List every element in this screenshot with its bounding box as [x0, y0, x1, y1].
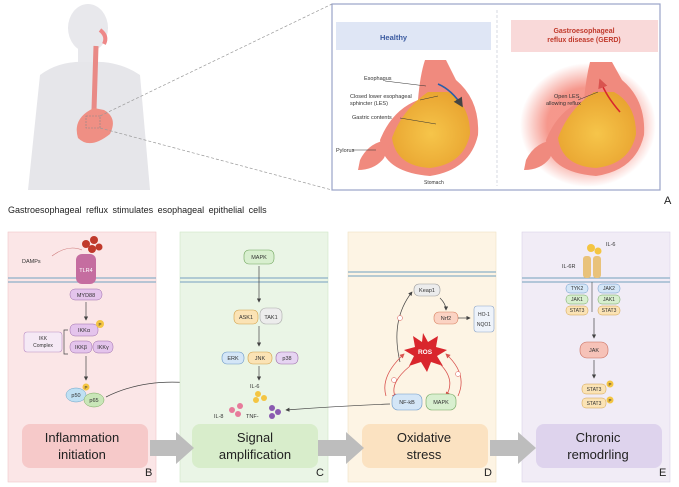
label-ikkg: IKKγ [97, 345, 109, 351]
label-mapk-c: MAPK [251, 255, 267, 261]
panel-a-caption: Gastroesophageal reflux stimulates esoph… [8, 205, 267, 215]
label-ros: ROS [418, 349, 433, 356]
label-jak1-left: JAK1 [571, 297, 583, 303]
label-open-les-line2: allowing reflux [546, 101, 581, 107]
label-stat3-right: STAT3 [602, 308, 617, 314]
label-myd88: MYD88 [77, 293, 95, 299]
healthy-stomach [358, 60, 479, 176]
label-ikk-complex-line2: Complex [33, 343, 53, 349]
panel-d: Keap1 Nrf2 HO-1 NQO1 ROS NF-kB MAPK Oxid… [285, 231, 497, 483]
stage-d-line2: stress [407, 447, 442, 462]
label-pylorus: Pylorus [336, 148, 355, 154]
stage-e-line2: remodrling [567, 447, 628, 462]
panel-c: MAPK ASK1 TAK1 ERK JNK p38 IL-6 IL-8 TNF… [179, 231, 329, 483]
flow-arrow-c-d [318, 432, 364, 464]
panel-a-label: A [664, 195, 672, 207]
label-ask1: ASK1 [239, 315, 253, 321]
label-il6-e: IL-6 [606, 242, 615, 248]
label-stat3-a: STAT3 [587, 387, 602, 393]
label-tlr4: TLR4 [79, 268, 92, 274]
human-torso-illustration [28, 4, 150, 190]
label-ikkb: IKKβ [75, 345, 87, 351]
ros-burst [404, 333, 447, 372]
panel-d-label: D [484, 467, 492, 479]
panel-e-label: E [659, 467, 666, 479]
panel-a: Healthy Gastroesophageal reflux disease … [8, 3, 672, 215]
label-stat3-b: STAT3 [587, 401, 602, 407]
label-les-line1: Closed lower esophageal [350, 94, 412, 100]
label-jak1-right: JAK1 [603, 297, 615, 303]
panel-b: DAMPs TLR4 MYD88 IKK Complex IKKα P IKKβ… [7, 231, 237, 483]
phos-stat3-b: P [608, 398, 611, 403]
healthy-title: Healthy [380, 33, 408, 42]
stage-c-line1: Signal [237, 430, 273, 445]
label-p38: p38 [282, 356, 291, 362]
stage-e-line1: Chronic [576, 430, 621, 445]
phos-ikka: P [98, 322, 101, 327]
label-les-line2: sphincter (LES) [350, 101, 388, 107]
label-mapk-d: MAPK [433, 400, 449, 406]
stage-b-line2: initiation [58, 447, 106, 462]
label-p65: p65 [89, 398, 98, 404]
label-gastric-contents: Gastric contents [352, 115, 392, 121]
phos-stat3-a: P [608, 382, 611, 387]
label-p50: p50 [71, 393, 80, 399]
label-tyk2: TYK2 [571, 286, 584, 292]
label-nfkb: NF-kB [399, 400, 415, 406]
stage-d-line1: Oxidative [397, 430, 451, 445]
healthy-header [336, 22, 491, 50]
label-damps: DAMPs [22, 259, 41, 265]
gerd-title-line1: Gastroesophageal [553, 28, 614, 35]
phos-p65: P [84, 385, 87, 390]
gerd-title-line2: reflux disease (GERD) [547, 37, 621, 44]
flow-arrow-b-c [150, 432, 194, 464]
label-stomach: Stomach [424, 180, 444, 186]
label-jak-e: JAK [589, 348, 599, 354]
label-ho1: HO-1 [478, 312, 490, 318]
panel-e: IL-6 IL-6R TYK2 JAK1 STAT3 JAK2 JAK1 STA… [521, 231, 671, 483]
label-tnf: TNF- [246, 414, 259, 420]
label-esophagus: Esophagus [364, 76, 392, 82]
label-ikka: IKKα [78, 328, 91, 334]
stage-c-line2: amplification [219, 447, 291, 462]
label-keap1: Keap1 [419, 288, 435, 294]
label-ikk-complex-line1: IKK [39, 336, 48, 342]
label-tak1: TAK1 [264, 315, 277, 321]
panel-c-label: C [316, 467, 324, 479]
label-jak2: JAK2 [603, 286, 615, 292]
label-erk: ERK [227, 356, 239, 362]
label-nqo1: NQO1 [477, 322, 491, 328]
label-nrf2: Nrf2 [441, 316, 451, 322]
label-il6-c: IL-6 [250, 384, 259, 390]
panel-b-label: B [145, 467, 152, 479]
stage-b-line1: Inflammation [45, 430, 119, 445]
gerd-stomach [520, 62, 656, 187]
label-il8: IL-8 [214, 414, 223, 420]
gerd-header [511, 20, 658, 52]
label-stat3-left: STAT3 [570, 308, 585, 314]
flow-arrow-d-e [490, 432, 536, 464]
label-open-les-line1: Open LES, [554, 94, 581, 100]
label-jnk: JNK [255, 356, 266, 362]
label-il6r: IL-6R [562, 264, 575, 270]
